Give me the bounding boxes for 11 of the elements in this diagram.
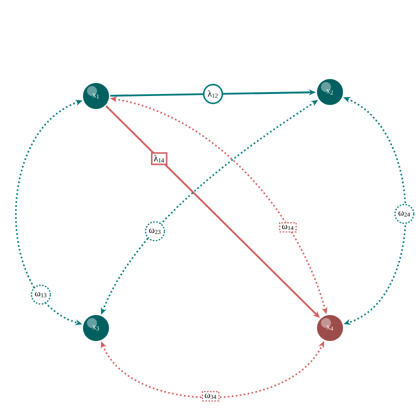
edge-label: ω$_{14}$ — [279, 222, 297, 233]
node-sphere: x$_{2}$ — [317, 79, 343, 105]
node-sphere: x$_{3}$ — [83, 315, 109, 341]
edge-label: ω$_{34}$ — [202, 391, 220, 402]
node-sphere: x$_{4}$ — [317, 315, 343, 341]
edge-label: ω$_{13}$ — [30, 284, 51, 305]
edge-label: λ$_{14}$ — [151, 152, 168, 166]
edge-label: ω$_{23}$ — [144, 221, 166, 242]
node-sphere: x$_{1}$ — [83, 83, 109, 109]
edge-label: ω$_{24}$ — [394, 204, 414, 224]
edge-label: λ$_{12}$ — [202, 84, 224, 104]
